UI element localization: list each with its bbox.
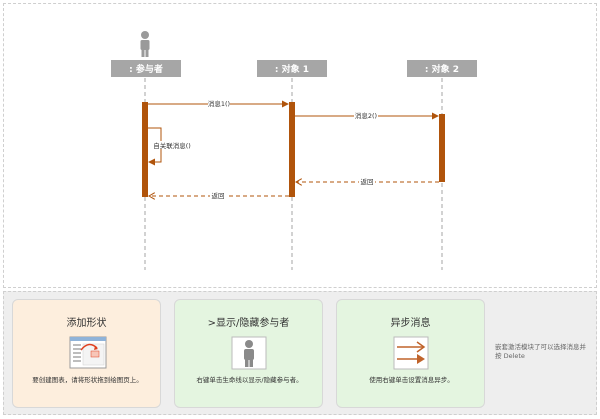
help-card-add-shape[interactable]: 添加形状 要创建图表，请将形状拖到绘图页上。	[12, 299, 161, 408]
help-card-add-shape-title: 添加形状	[66, 318, 107, 329]
sequence-diagram: : 参与者 : 对象 1 : 对象 2 消息1() 消息2()	[111, 31, 477, 270]
drawing-canvas[interactable]: : 参与者 : 对象 1 : 对象 2 消息1() 消息2()	[3, 3, 597, 288]
lifeline-object-1-label: : 对象 1	[275, 63, 309, 75]
activation-bar-object-2[interactable]	[439, 114, 445, 182]
help-card-show-hide-actor-title: >显示/隐藏参与者	[207, 318, 290, 329]
self-message[interactable]: 自关联消息()	[148, 127, 191, 166]
return-message-1-label: 返回	[361, 178, 374, 186]
help-card-add-shape-desc: 要创建图表，请将形状拖到绘图页上。	[32, 376, 143, 384]
side-hint-text: 嵌套激活模块了可以选择消息并按 Delete	[495, 343, 586, 360]
activation-bar-actor[interactable]	[142, 102, 148, 197]
drag-shape-icon	[69, 336, 107, 370]
lifeline-object-2[interactable]: : 对象 2	[407, 60, 477, 270]
help-card-show-hide-actor-desc: 右键单击生命线以显示/隐藏参与者。	[196, 376, 303, 384]
message-1-label: 消息1()	[208, 99, 230, 108]
lifeline-object-2-label: : 对象 2	[425, 63, 459, 75]
help-card-async-message[interactable]: 异步消息 使用右键单击设置消息异步。	[336, 299, 485, 408]
lifeline-actor-label: : 参与者	[129, 63, 163, 75]
return-message-2-label: 返回	[212, 192, 225, 200]
actor-figure-icon[interactable]	[140, 31, 150, 57]
help-card-async-message-title: 异步消息	[390, 318, 431, 329]
async-arrow-icon	[393, 336, 429, 370]
message-2-label: 消息2()	[355, 111, 377, 120]
help-panel: 添加形状 要创建图表，请将形状拖到绘图页上。 >显示/隐藏参与者	[3, 291, 597, 415]
message-1[interactable]: 消息1()	[148, 99, 289, 108]
help-card-show-hide-actor[interactable]: >显示/隐藏参与者 右键单击生命线以显示/隐藏参与者。	[174, 299, 323, 408]
activation-bar-object-1[interactable]	[289, 102, 295, 197]
return-message-2[interactable]: 返回	[149, 191, 289, 200]
self-message-label: 自关联消息()	[153, 141, 191, 150]
help-card-async-message-desc: 使用右键单击设置消息异步。	[369, 376, 454, 384]
message-2[interactable]: 消息2()	[295, 111, 439, 120]
return-message-1[interactable]: 返回	[296, 177, 439, 186]
actor-icon	[231, 336, 267, 370]
